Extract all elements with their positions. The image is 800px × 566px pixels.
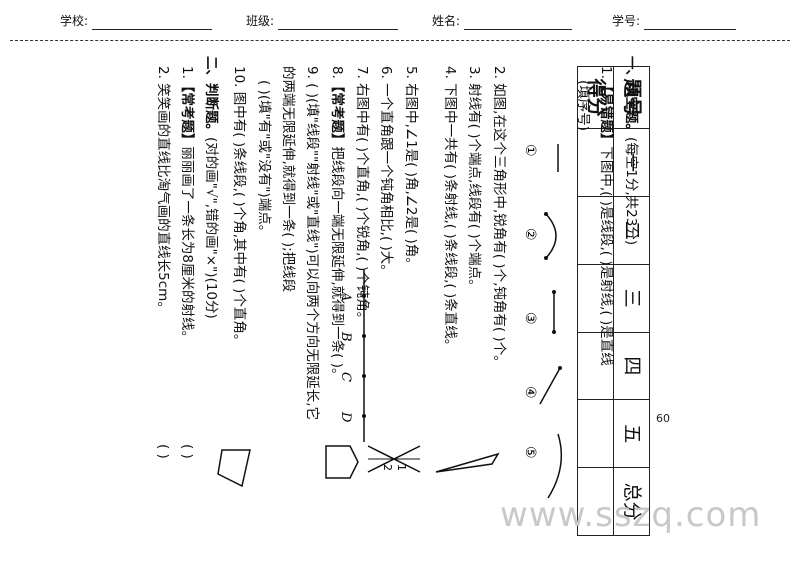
name-label: 姓名: (432, 14, 461, 28)
class-blank[interactable] (278, 16, 399, 30)
fig3-point-a (552, 290, 556, 294)
fig4-endpoint (558, 366, 562, 370)
number-field[interactable]: 学号: (612, 12, 737, 30)
q10-figure (217, 449, 251, 488)
label-b: B (338, 331, 353, 342)
q1-number: 1. (598, 66, 614, 79)
q1-continuation: (填序号) (575, 80, 591, 132)
score-col-5: 五 (613, 399, 650, 468)
section2-heading: 二、判断题。(对的画"√",错的画"×")(10分) (199, 56, 222, 319)
s2-q2-line: 2. 笑笑画的直线比淘气画的直线长5cm。 (155, 66, 171, 315)
point-d (362, 414, 366, 418)
score-col-4: 四 (613, 332, 650, 400)
q8-number: 8. (329, 66, 345, 79)
label-d: D (338, 411, 353, 423)
fig2-point-a (544, 212, 548, 216)
fig3-label: ③ (522, 312, 538, 325)
fig2-arc (545, 213, 557, 259)
exam-body: 题号 一 二 三 四 五 总分 得分 一、填空题。(每空1分,共23分) 1.【… (20, 56, 650, 536)
q5-line: 5. 右图中,∠1是( )角,∠2是( )角。 (403, 66, 419, 271)
class-field[interactable]: 班级: (246, 12, 399, 30)
section1-heading: 一、填空题。(每空1分,共23分) (619, 56, 642, 245)
q4-figure: A B C D (338, 270, 366, 442)
point-a (362, 294, 366, 298)
score-col-3: 三 (613, 264, 650, 333)
label-c: C (338, 372, 353, 382)
s2-q1-line: 1.【常考题】丽丽画了一条长为8厘米的射线。 (175, 66, 198, 344)
q8-tag: 【常考题】 (329, 78, 345, 147)
section2-title: 二、判断题。 (203, 56, 219, 137)
q2-triangle (435, 452, 500, 473)
cut-line (10, 40, 790, 41)
s2-q1-number: 1. (179, 66, 195, 79)
fig1-label: ① (522, 144, 538, 157)
q3-line: 3. 射线有( )个端点,线段有( )个端点。 (466, 66, 482, 293)
q5-angle-figure: 1 2 (367, 445, 421, 473)
q7-line: 7. 右图中有( )个直角,( )个锐角,( )个钝角。 (354, 66, 370, 326)
s2-q2-answer-bracket[interactable]: ( ) (155, 444, 171, 459)
q9-line-2: 的两端无限延伸,就得到一条( );把线段 (280, 66, 296, 293)
q9-line-3: ( )(填"有"或"没有")端点。 (256, 80, 272, 239)
q7-pentagon (325, 445, 359, 479)
point-c (362, 374, 366, 378)
fig4-label: ④ (522, 386, 538, 399)
watermark: www.sszq.com (500, 495, 762, 535)
score-cell-5[interactable] (577, 399, 614, 468)
section2-note: (对的画"√",错的画"×")(10分) (203, 137, 219, 319)
fig4-ray (539, 367, 561, 405)
fig5-curve (547, 433, 563, 499)
name-blank[interactable] (464, 16, 573, 30)
s2-q1-answer-bracket[interactable]: ( ) (179, 444, 195, 459)
label-a: A (338, 291, 353, 301)
fig3-point-b (552, 330, 556, 334)
fig2-point-b (544, 256, 548, 260)
q9-line-1: 9. ( )(填"线段""射线"或"直线")可以向两个方向无限延长,它 (304, 66, 320, 421)
pentagon-shape (325, 445, 359, 479)
angle-1-label: 1 (395, 464, 408, 471)
s2-q1-tag: 【常考题】 (179, 78, 195, 147)
school-label: 学校: (60, 14, 89, 28)
q1-text: 下图中,( )是线段,( )是射线,( )是直线 (598, 146, 614, 366)
fig2-label: ② (522, 228, 538, 241)
q2-line: 2. 如图,在这个三角形中,锐角有( )个,钝角有( )个。 (491, 66, 507, 369)
page-number: 60 (656, 412, 670, 425)
section1-note: (每空1分,共23分) (623, 137, 639, 246)
quadrilateral-shape (217, 449, 251, 488)
q1-tag: 【易错题】 (598, 78, 614, 147)
fig5-label: ⑤ (522, 446, 538, 459)
q10-line: 10. 图中有( )条线段,( )个角,其中有( )个直角。 (231, 66, 247, 348)
class-label: 班级: (246, 14, 275, 28)
triangle-shape (435, 452, 500, 473)
q6-line: 6. 一个直角跟一个钝角相比,( )大。 (378, 66, 394, 278)
q8-text: 把线段向一端无限延伸,就得到一条( )。 (329, 146, 345, 382)
q1-figures: ① ② ③ ④ ⑤ (522, 144, 563, 499)
s2-q1-text: 丽丽画了一条长为8厘米的射线。 (179, 146, 195, 344)
name-field[interactable]: 姓名: (432, 12, 573, 30)
section1-title: 一、填空题。 (623, 56, 639, 137)
q4-line: 4. 下图中一共有( )条射线,( )条线段,( )条直线。 (442, 66, 458, 353)
school-field[interactable]: 学校: (60, 12, 213, 30)
point-b (362, 334, 366, 338)
q1-line: 1.【易错题】下图中,( )是线段,( )是射线,( )是直线 (594, 66, 617, 366)
school-blank[interactable] (92, 16, 213, 30)
number-label: 学号: (612, 14, 641, 28)
number-blank[interactable] (644, 16, 737, 30)
angle-2-label: 2 (381, 464, 394, 471)
q8-line: 8.【常考题】把线段向一端无限延伸,就得到一条( )。 (325, 66, 348, 382)
